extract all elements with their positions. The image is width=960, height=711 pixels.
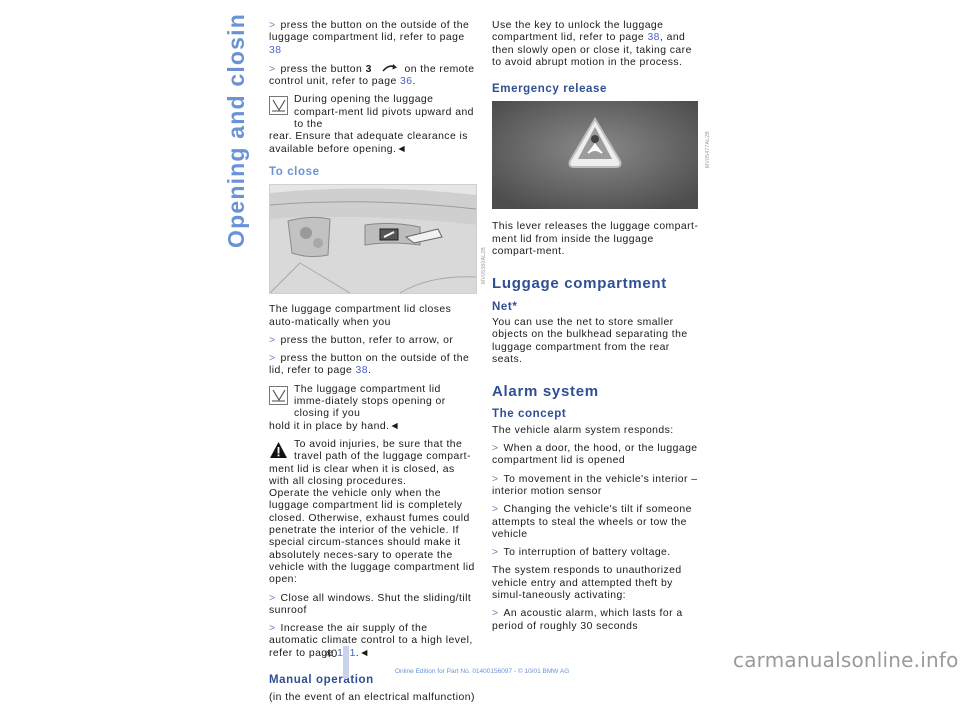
bullet-outside-button: >press the button on the outside of the … (269, 20, 470, 56)
heading-alarm-system: Alarm system (492, 383, 599, 401)
trunk-lid-illustration (269, 185, 477, 294)
side-title-text: Opening and closing (223, 12, 249, 248)
bullet-close-arrow: >press the button, refer to arrow, or (269, 334, 454, 346)
emergency-lever-illustration (492, 101, 698, 210)
bullet-interior-motion: >To movement in the vehicle's interior –… (492, 473, 698, 497)
bullet-battery: >To interruption of battery voltage. (492, 547, 671, 559)
page-link-38b[interactable]: 38 (355, 365, 368, 377)
warning-triangle-icon (269, 440, 288, 460)
bullet-acoustic-alarm: >An acoustic alarm, which lasts for a pe… (492, 608, 683, 632)
bullet-close-outside: >press the button on the outside of the … (269, 353, 470, 377)
page-number: 40 (325, 648, 338, 660)
page-link-38[interactable]: 38 (269, 44, 282, 56)
manual-operation-text: (in the event of an electrical malfuncti… (269, 692, 475, 704)
page-link-36[interactable]: 36 (400, 76, 413, 88)
closes-text: The luggage compartment lid closes auto-… (269, 304, 452, 328)
section-side-title: Opening and closing (220, 12, 250, 252)
bullet-door-opened: >When a door, the hood, or the luggage c… (492, 443, 698, 467)
figure-trunk-lid: MV05380AL2B (269, 184, 487, 295)
page-link-38c[interactable]: 38 (647, 32, 660, 44)
concept-intro: The vehicle alarm system responds: (492, 424, 674, 436)
heading-manual-operation: Manual operation (269, 673, 374, 686)
heading-net: Net* (492, 300, 518, 313)
page-margin-bar (343, 646, 349, 678)
heading-to-close: To close (269, 165, 320, 178)
net-text: You can use the net to store smaller obj… (492, 316, 688, 365)
right-column: Use the key to unlock the luggage compar… (492, 20, 711, 639)
bullet-air-supply: >Increase the air supply of the automati… (269, 623, 473, 659)
heading-emergency-release: Emergency release (492, 83, 608, 96)
warning-injuries: To avoid injuries, be sure that the trav… (269, 438, 471, 487)
figure-code: MV05477AL2B (705, 131, 711, 169)
bullet-remote-button: >press the button 3 on the remote contro… (269, 63, 475, 88)
responds-text: The system responds to unauthorized vehi… (492, 565, 682, 602)
heading-luggage-compartment: Luggage compartment (492, 275, 667, 293)
key-unlock-text: Use the key to unlock the luggage compar… (492, 20, 692, 68)
figure-emergency-lever: MV05477AL2B (492, 101, 711, 210)
note-icon (269, 96, 288, 116)
warning-exhaust-text: Operate the vehicle only when the luggag… (269, 488, 475, 586)
note-stop-by-hand: The luggage compartment lid imme-diately… (269, 383, 446, 432)
note-clearance: During opening the luggage compart-ment … (269, 94, 474, 155)
figure-code: MV05380AL2B (481, 247, 487, 285)
watermark: carmanualsonline.info (733, 648, 959, 672)
note-icon (269, 385, 288, 405)
trunk-button-icon (382, 63, 398, 72)
left-column: >press the button on the outside of the … (269, 20, 487, 711)
bullet-tilt: >Changing the vehicle's tilt if someone … (492, 504, 692, 540)
heading-the-concept: The concept (492, 408, 567, 421)
bullet-close-windows: >Close all windows. Shut the sliding/til… (269, 592, 472, 616)
lever-text: This lever releases the luggage compart-… (492, 221, 699, 258)
footer-edition: Online Edition for Part No. 01400156097 … (395, 668, 570, 675)
